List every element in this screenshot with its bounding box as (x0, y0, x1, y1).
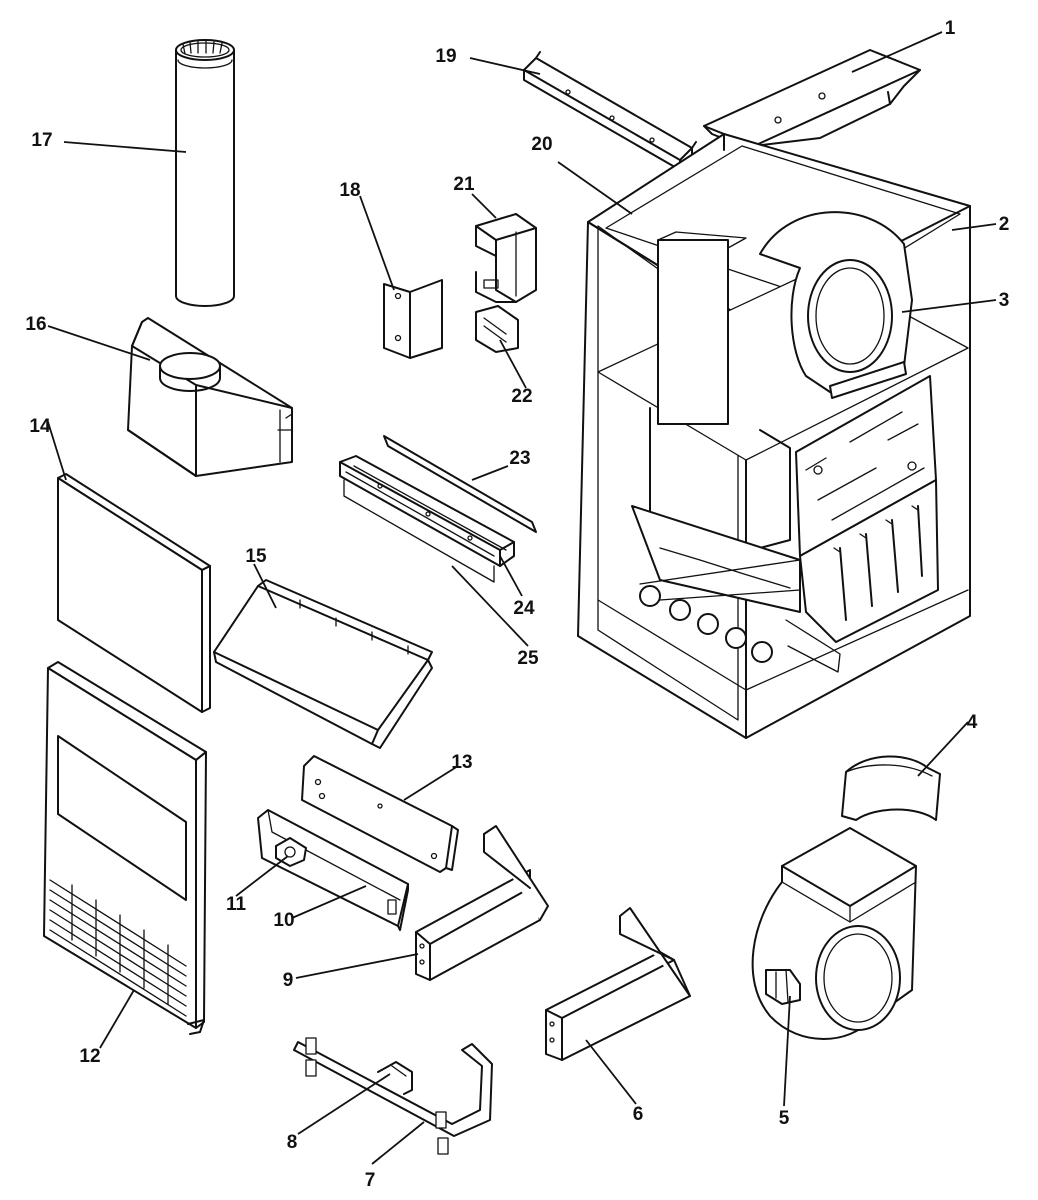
heat-exchanger (631, 231, 939, 673)
mounting-plate (301, 755, 459, 873)
callout-label: 22 (511, 386, 532, 407)
burner-shelf (213, 579, 433, 749)
callout-labels: 1 2 3 4 5 6 7 8 9 10 11 12 13 14 15 16 1… (25, 18, 1009, 1191)
callout-label: 6 (633, 1104, 644, 1125)
callout-label: 1 (945, 18, 956, 39)
callout-label: 3 (999, 290, 1010, 311)
callout-label: 21 (453, 174, 475, 195)
callout-label: 24 (513, 598, 535, 619)
callout-label: 12 (79, 1046, 100, 1067)
blower-motor (751, 827, 917, 1040)
callout-label: 10 (273, 910, 294, 931)
callout-label: 17 (31, 130, 52, 151)
callout-label: 25 (517, 648, 539, 669)
lower-door (43, 661, 207, 1035)
blower-cutoff (841, 755, 941, 821)
callout-label: 14 (29, 416, 51, 437)
callout-label: 4 (967, 712, 978, 733)
callout-label: 15 (245, 546, 267, 567)
callout-label: 20 (531, 134, 552, 155)
blower-rail-right (545, 907, 691, 1061)
callout-label: 18 (339, 180, 360, 201)
draft-hood (127, 317, 293, 477)
pipe-clip (377, 1061, 413, 1095)
callout-label: 7 (365, 1170, 376, 1191)
callout-label: 8 (287, 1132, 298, 1153)
callout-label: 13 (451, 752, 472, 773)
callout-label: 11 (226, 894, 247, 915)
callout-label: 5 (779, 1108, 790, 1129)
upper-door (57, 473, 211, 713)
junction-box (475, 213, 537, 303)
burner-rod (383, 435, 537, 533)
junction-box-cover (475, 305, 519, 353)
leader-lines (47, 31, 997, 1165)
inducer-housing (759, 211, 913, 399)
vent-pipe (175, 39, 235, 307)
control-bracket (257, 809, 409, 931)
callout-label: 9 (283, 970, 294, 991)
callout-label: 16 (25, 314, 46, 335)
bracket (383, 279, 443, 359)
callout-label: 23 (509, 448, 530, 469)
callout-label: 2 (999, 214, 1010, 235)
gas-pipe (293, 1037, 493, 1155)
callout-label: 19 (435, 46, 456, 67)
blower-rail-left (415, 825, 549, 981)
burner-manifold (339, 455, 515, 583)
